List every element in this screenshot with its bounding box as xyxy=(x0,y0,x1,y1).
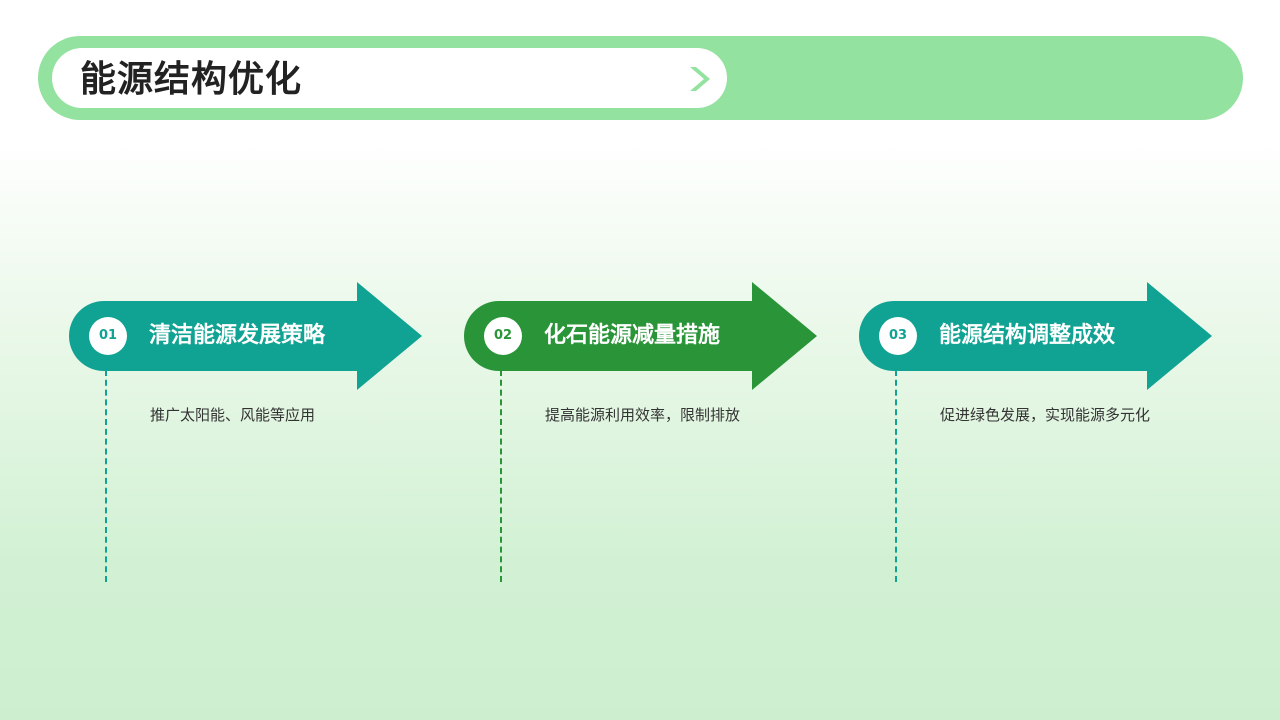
step-dashed-line-3 xyxy=(895,370,897,582)
step-dashed-line-1 xyxy=(105,370,107,582)
step-description-2: 提高能源利用效率，限制排放 xyxy=(545,406,741,424)
step-title-1: 清洁能源发展策略 xyxy=(149,323,326,348)
chevron-right-icon xyxy=(690,67,710,91)
step-number-3: 03 xyxy=(879,317,917,355)
step-description-3: 促进绿色发展，实现能源多元化 xyxy=(940,406,1151,424)
step-number-1: 01 xyxy=(89,317,127,355)
step-arrow-2 xyxy=(464,282,817,390)
step-title-3: 能源结构调整成效 xyxy=(939,323,1116,348)
step-number-2: 02 xyxy=(484,317,522,355)
step-arrow-1 xyxy=(69,282,422,390)
step-description-1: 推广太阳能、风能等应用 xyxy=(150,406,316,424)
step-title-2: 化石能源减量措施 xyxy=(544,323,721,348)
step-arrow-3 xyxy=(859,282,1212,390)
header-title-pill xyxy=(52,48,727,108)
page-title: 能源结构优化 xyxy=(80,59,303,100)
step-dashed-line-2 xyxy=(500,370,502,582)
